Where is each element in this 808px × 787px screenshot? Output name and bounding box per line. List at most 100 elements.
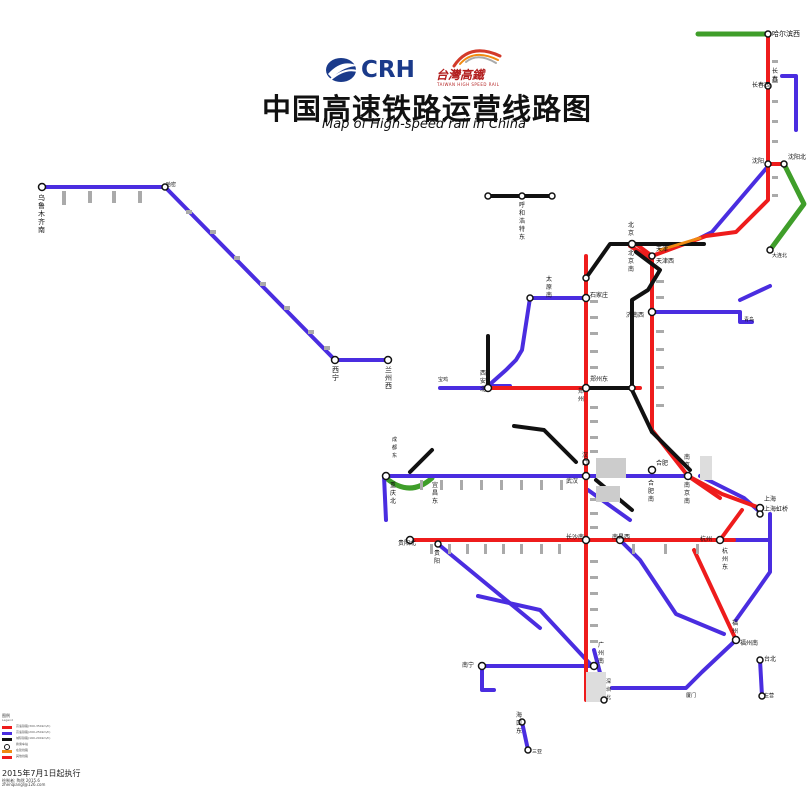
line-wuhan-xianning [586, 488, 632, 522]
line-hadaqiao [780, 74, 798, 132]
line-hangfu-shen [610, 638, 738, 690]
station-label-nanjing: 南京 [684, 454, 691, 469]
line-wuhan-jiujiang [512, 424, 578, 464]
line-jiaoji [650, 310, 754, 324]
station-label-nanjingnan: 南京南 [684, 482, 691, 505]
line-chengdu-chongqing [382, 474, 388, 522]
legend-label: 高速铁路(300-350km/h) [16, 724, 51, 728]
line-shijin [630, 250, 662, 434]
station-label-changsha: 长沙南 [566, 534, 585, 541]
blue-lines [40, 74, 798, 752]
station-label-hohhot: 呼和浩特东 [519, 202, 526, 241]
station-label-gaoxiong: 左营 [764, 693, 775, 699]
station-label-tianjin: 天津 [656, 246, 669, 253]
line-enshi-green [383, 475, 435, 491]
station-ticks [62, 60, 778, 702]
line-nanchang-jiujiang [618, 538, 726, 636]
station-label-changchun: 长春 [772, 68, 779, 83]
crh-logo-icon [326, 58, 361, 82]
thsr-logo-subtext: TAIWAN HIGH SPEED RAIL [437, 82, 500, 87]
line-guiguang [436, 542, 542, 630]
station-label-shenyangbei: 沈阳北 [788, 154, 807, 161]
crh-logo-text: CRH [361, 57, 415, 83]
orange-lines [658, 236, 702, 252]
legend-station-icons [4, 744, 10, 750]
black-lines [408, 194, 706, 512]
station-label-fuzhou: 福州 [732, 620, 739, 635]
station-label-beijingnan: 北京南 [628, 250, 635, 273]
station-label-chengdu: 成都东 [392, 437, 398, 459]
green-lines [383, 31, 807, 491]
station-label-hangzhou: 杭州 [700, 536, 713, 543]
station-label-guangzhou: 广州南 [598, 642, 605, 665]
line-hainan [520, 720, 530, 752]
legend-label: 其他线路 [16, 754, 29, 758]
station-label-taibei: 台北 [764, 656, 777, 663]
legend-label: 在建线路 [16, 748, 29, 752]
station-label-wuhan: 武汉 [566, 478, 579, 485]
station-label-xining: 西宁 [332, 366, 339, 382]
station-label-jinan: 济南西 [626, 312, 645, 319]
station-label-yichang: 宜昌东 [432, 482, 439, 505]
station-label-nanchang: 南昌西 [612, 534, 631, 541]
station-label-nanning: 南宁 [462, 662, 475, 669]
line-xiamen-shenzhen [692, 548, 738, 642]
legend-label: 城际铁路(160-200km/h) [16, 736, 51, 740]
legend-label: 高速铁路(200-250km/h) [16, 730, 51, 734]
station-label-changchunxi: 长春西 [752, 82, 771, 89]
station-label-lanzhou: 兰州西 [385, 366, 392, 390]
station-label-baoji: 宝鸡 [438, 377, 449, 383]
legend-subtitle: Legend [2, 718, 14, 722]
station-label-zhengzhou: 郑州 [578, 388, 585, 403]
effective-date: 2015年7月1日起执行 [2, 769, 81, 778]
thsr-logo-text: 台灣高鐵 [436, 68, 485, 82]
line-beijing-taiyuan [584, 242, 634, 280]
station-label-shanghai: 上海 [764, 496, 777, 503]
line-taiyuan-xian [486, 296, 532, 388]
line-shenyang-dalian [698, 162, 772, 240]
station-label-shijiazhuang: 石家庄 [590, 292, 609, 299]
map-subtitle: Map of High-speed rail in China [322, 117, 526, 132]
legend-swatch [2, 732, 12, 735]
station-label-urumqi: 乌鲁木齐南 [38, 194, 45, 234]
station-label-shenyang: 沈阳 [752, 158, 765, 165]
line-huhang [718, 508, 744, 542]
station-label-hankou: 汉口 [582, 452, 589, 467]
station-label-taiyuan: 太原南 [546, 276, 553, 299]
author-credit: 绘制者: 陶然 2015.6 [2, 778, 40, 783]
line-huning [686, 474, 722, 500]
line-lanxin [40, 185, 390, 362]
line-taiwan [758, 658, 764, 698]
legend-swatch [2, 738, 12, 741]
station-label-fuzhounan: 福州南 [740, 640, 759, 647]
station-label-beijing: 北京 [628, 222, 635, 237]
thsr-logo-icon [452, 49, 502, 68]
station-label-guiyang: 贵阳北 [398, 540, 417, 547]
line-construction-tianjin [658, 236, 702, 252]
station-label-shenzhen: 深圳北 [606, 679, 612, 701]
station-label-hefeinan: 合肥南 [648, 480, 655, 503]
line-qingdao-branch [738, 284, 772, 302]
station-label-qingdao: 青岛 [744, 317, 755, 323]
station-label-hangzhoudong: 杭州东 [722, 548, 729, 571]
station-label-guiyangdong: 贵阳 [434, 550, 441, 565]
station-label-zhengzhoudong: 郑州东 [590, 376, 609, 383]
line-shenyang-dandong [767, 161, 807, 253]
legend-swatch [2, 750, 12, 753]
line-nanning-qinzhou [480, 664, 496, 692]
legend-swatch [2, 756, 12, 759]
legend-title: 图例 [2, 713, 10, 718]
legend-swatch [2, 744, 12, 747]
station-label-hami: 哈密 [166, 182, 177, 188]
legend-label: 换乘车站 [16, 742, 29, 746]
author-email: zhenqiangl@126.com [2, 782, 46, 787]
station-label-haerbin: 哈尔滨西 [772, 30, 800, 38]
station-label-xiamen: 厦门 [686, 693, 697, 699]
legend-swatch [2, 726, 12, 729]
station-label-tianjinxi: 天津西 [656, 258, 675, 265]
station-label-haikou: 海口东 [516, 712, 523, 735]
station-label-xian: 西安北 [480, 370, 487, 393]
station-label-sanya: 三亚 [532, 749, 543, 755]
station-label-hefei: 合肥 [656, 460, 669, 467]
